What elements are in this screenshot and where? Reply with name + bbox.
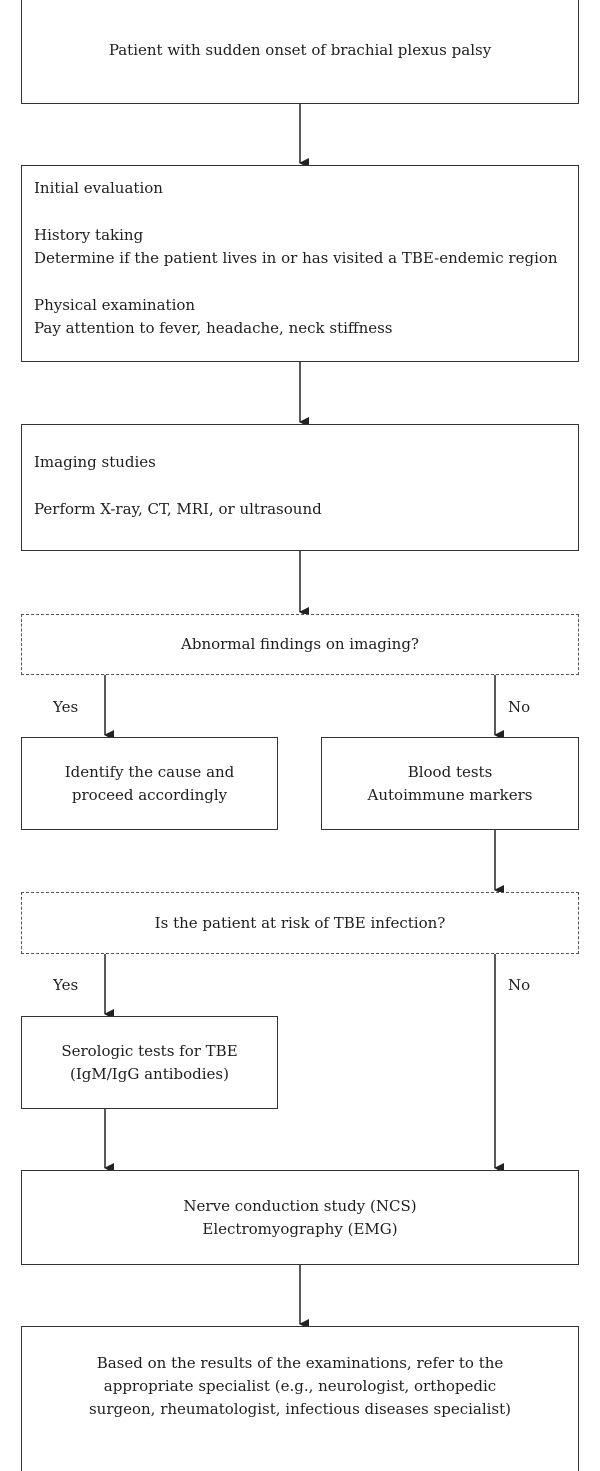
ncs-line1: Nerve conduction study (NCS) [183,1196,417,1215]
identify-cause-line2: proceed accordingly [71,785,228,804]
imaging-studies-title: Imaging studies [34,453,156,471]
initial-evaluation-node: Initial evaluation History taking Determ… [21,165,579,362]
decision-abnormal-imaging-text: Abnormal findings on imaging? [181,635,419,653]
serologic-tests-line2: (IgM/IgG antibodies) [70,1064,229,1083]
initial-evaluation-title: Initial evaluation [34,179,163,197]
blood-tests-line2: Autoimmune markers [367,785,533,804]
imaging-studies-text: Perform X-ray, CT, MRI, or ultrasound [34,500,322,518]
referral-line2: appropriate specialist (e.g., neurologis… [103,1377,497,1395]
history-taking-title: History taking [34,226,144,244]
history-taking-text: Determine if the patient lives in or has… [34,249,558,267]
decision-tbe-risk: Is the patient at risk of TBE infection? [21,892,579,954]
referral-line1: Based on the results of the examinations… [96,1354,504,1372]
referral-node: Based on the results of the examinations… [21,1326,579,1471]
label-no-1: No [508,698,531,716]
ncs-emg-node: Nerve conduction study (NCS) Electromyog… [21,1170,579,1265]
imaging-studies-node: Imaging studies Perform X-ray, CT, MRI, … [21,424,579,551]
start-node-text: Patient with sudden onset of brachial pl… [108,41,492,59]
blood-tests-node: Blood tests Autoimmune markers [321,737,579,830]
serologic-tests-node: Serologic tests for TBE (IgM/IgG antibod… [21,1016,278,1109]
referral-line3: surgeon, rheumatologist, infectious dise… [88,1400,512,1418]
serologic-tests-line1: Serologic tests for TBE [61,1041,238,1060]
identify-cause-line1: Identify the cause and [64,762,235,781]
physical-exam-title: Physical examination [34,296,196,314]
ncs-line2: Electromyography (EMG) [202,1219,398,1238]
decision-abnormal-imaging: Abnormal findings on imaging? [21,614,579,675]
blood-tests-line1: Blood tests [407,762,493,781]
label-no-2: No [508,976,531,994]
identify-cause-node: Identify the cause and proceed according… [21,737,278,830]
start-node: Patient with sudden onset of brachial pl… [21,0,579,104]
decision-tbe-risk-text: Is the patient at risk of TBE infection? [154,913,446,932]
physical-exam-text: Pay attention to fever, headache, neck s… [34,319,393,337]
label-yes-1: Yes [53,698,79,716]
label-yes-2: Yes [53,976,79,994]
